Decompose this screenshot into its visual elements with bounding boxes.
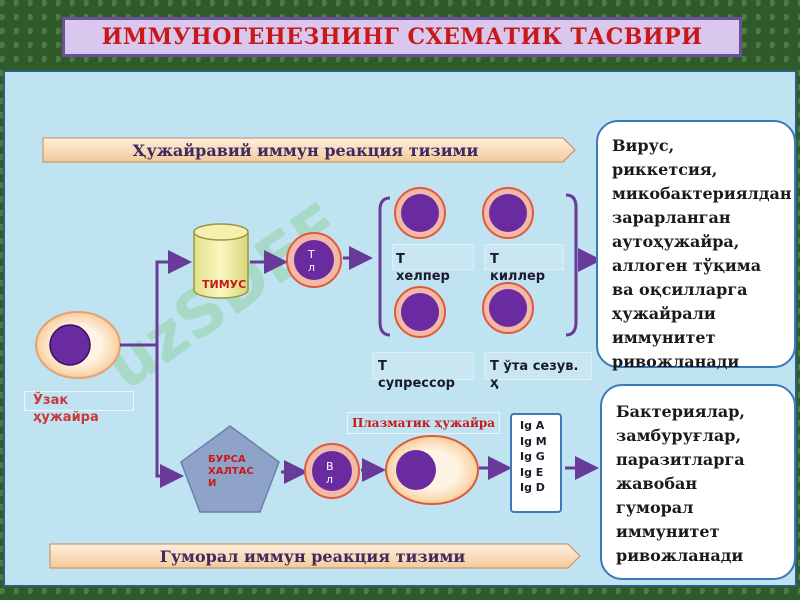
plasma-cell-nucleus [396, 450, 436, 490]
t-memory-cell [482, 282, 534, 334]
t-helper-cell [394, 187, 446, 239]
humoral-banner: Гуморал иммун реакция тизими [159, 546, 466, 566]
cellular-banner: Ҳужайравий иммун реакция тизими [132, 140, 479, 160]
t-killer-label: Т киллер [490, 252, 546, 284]
bursa-label: БУРСА ХАЛТАС И [208, 454, 254, 489]
ig-item: Ig E [520, 465, 544, 479]
t-suppressor-label-box [372, 352, 474, 380]
branch-lower [155, 345, 184, 488]
t-memory-label: Т ўта сезув. ҳ [490, 359, 579, 391]
ig-list: Ig A Ig M Ig G Ig E Ig D [520, 418, 560, 496]
stem-cell-nucleus [49, 324, 91, 366]
ig-item: Ig D [520, 481, 545, 494]
t-killer-cell [482, 187, 534, 239]
thymus-cylinder [193, 223, 249, 299]
t-suppressor-cell [394, 286, 446, 338]
cellular-note: Вирус, риккетсия, микобактериялдан зарар… [596, 120, 796, 371]
humoral-banner-shape [49, 543, 581, 569]
branch-upper [155, 250, 192, 345]
t-killer-label-box [484, 244, 564, 270]
b-cell-label: В л [326, 460, 334, 486]
ig-item: Ig M [520, 434, 547, 448]
stem-cell-label: Ўзак ҳужайра [24, 391, 134, 425]
humoral-note: Бактериялар, замбуруғлар, паразитларга ж… [600, 384, 796, 580]
t-suppressor-label: Т супрессор [378, 359, 455, 391]
t-helper-label: Т хелпер [396, 252, 450, 284]
page-title: ИММУНОГЕНЕЗНИНГ СХЕМАТИК ТАСВИРИ [62, 17, 742, 57]
thymus-label: ТИМУС [202, 278, 247, 291]
cellular-banner-shape [42, 137, 576, 163]
t-memory-label-box [484, 352, 592, 380]
ig-box [510, 413, 562, 513]
plasma-cell-label: Плазматик ҳужайра [347, 412, 501, 434]
bracket-left [378, 196, 391, 337]
bracket-right [565, 193, 578, 337]
ig-item: Ig A [520, 419, 545, 432]
t-helper-label-box [392, 244, 474, 270]
ig-item: Ig G [520, 450, 545, 463]
t-cell-label: Т л [308, 248, 316, 274]
bursa-pentagon [180, 425, 280, 513]
